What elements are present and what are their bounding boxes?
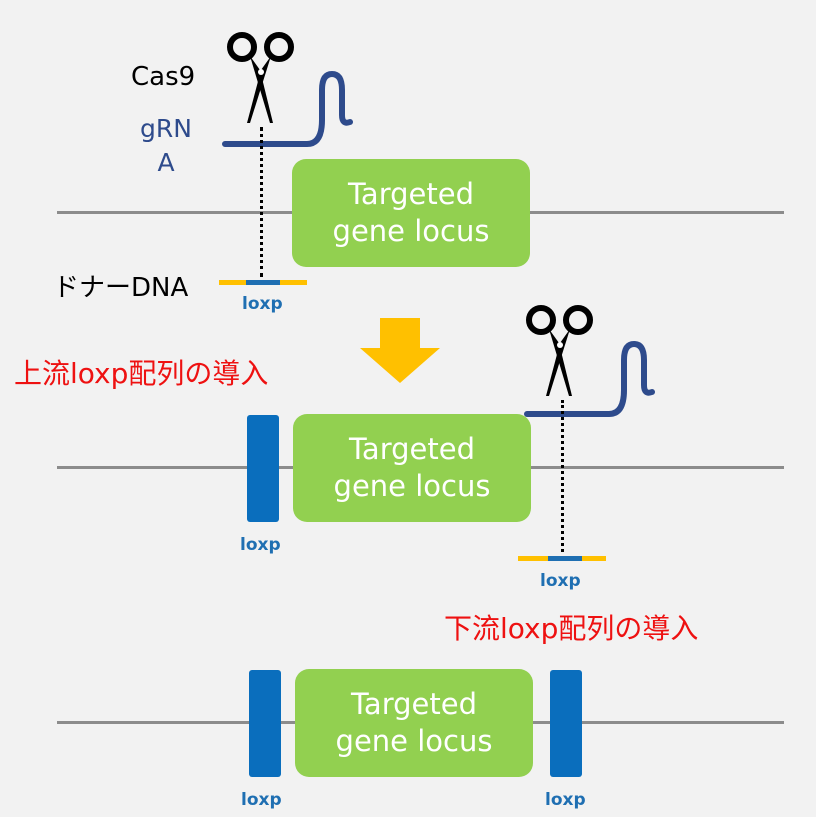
gene-label-line1: Targeted: [351, 687, 477, 721]
loxp-label: loxp: [240, 535, 281, 555]
donor-dna: [219, 280, 307, 285]
donor-loxp-segment: [548, 556, 582, 561]
loxp-label: loxp: [241, 790, 282, 810]
scissors-icon: [526, 305, 593, 396]
grna-strand-icon: [222, 71, 353, 147]
gene-label-line2: gene locus: [335, 724, 493, 758]
loxp-site-downstream: [550, 670, 582, 777]
gene-label-line1: Targeted: [349, 432, 475, 466]
cut-guide-line: [561, 400, 564, 552]
gene-locus-1: Targeted gene locus: [292, 159, 530, 267]
loxp-label: loxp: [540, 571, 581, 591]
loxp-site-upstream: [247, 415, 279, 522]
gene-label-line2: gene locus: [332, 214, 490, 248]
donor-loxp-segment: [246, 280, 280, 285]
donor-dna: [518, 556, 606, 561]
gene-locus-3: Targeted gene locus: [295, 669, 533, 777]
gene-label-line2: gene locus: [333, 469, 491, 503]
grna-strand-icon: [524, 341, 655, 417]
upstream-intro-label: 上流loxp配列の導入: [14, 357, 269, 390]
downstream-intro-label: 下流loxp配列の導入: [444, 612, 699, 645]
loxp-site-upstream: [249, 670, 281, 777]
down-arrow-icon: [360, 318, 440, 383]
cut-guide-line: [260, 127, 263, 277]
grna-label-line2: A: [157, 148, 175, 177]
loxp-label: loxp: [545, 790, 586, 810]
grna-label-line1: gRN: [140, 114, 192, 143]
donor-label: ドナーDNA: [53, 273, 189, 303]
loxp-label: loxp: [242, 294, 283, 314]
gene-label-line1: Targeted: [348, 177, 474, 211]
cas9-label: Cas9: [131, 62, 196, 92]
gene-locus-2: Targeted gene locus: [293, 414, 531, 522]
scissors-icon: [227, 32, 294, 123]
grna-label: gRN A: [126, 112, 206, 180]
